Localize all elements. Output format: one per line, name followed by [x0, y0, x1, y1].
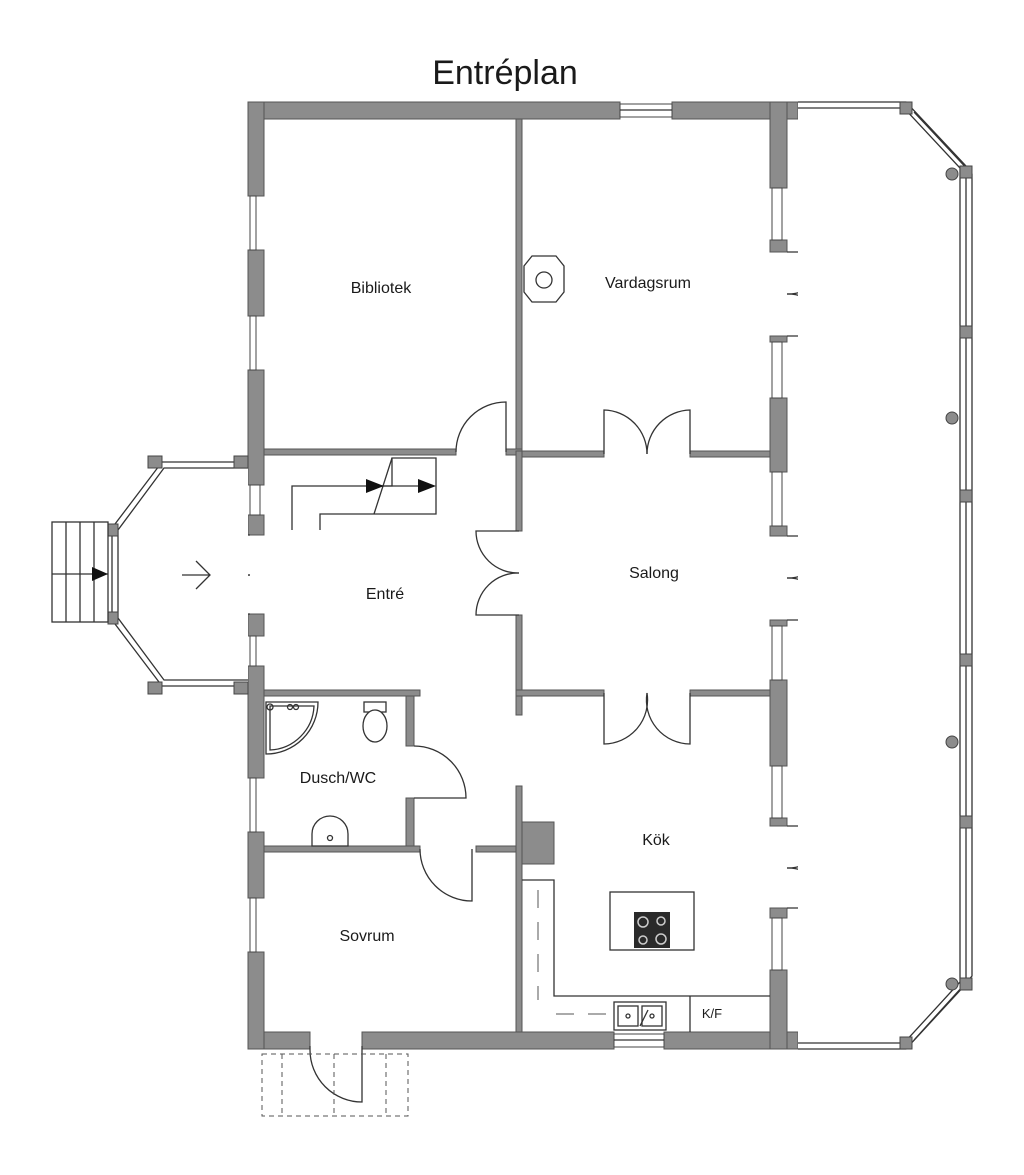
room-label-kok: Kök [642, 832, 671, 849]
veranda [798, 101, 973, 1050]
toilet [362, 701, 388, 743]
room-label-sovrum: Sovrum [339, 928, 394, 945]
kitchen-island [609, 891, 695, 951]
rear-deck [261, 1053, 409, 1117]
windows [249, 103, 783, 1048]
fridge-label: K/F [702, 1006, 722, 1021]
staircase [291, 457, 437, 530]
shower [265, 701, 319, 755]
room-label-bibliotek: Bibliotek [351, 280, 412, 297]
room-label-salong: Salong [629, 565, 679, 582]
interior-walls [263, 118, 771, 1033]
room-label-vardagsrum: Vardagsrum [605, 275, 691, 292]
kitchen-counter [522, 879, 770, 1032]
kitchen-sink [613, 1001, 667, 1031]
exterior-walls [247, 101, 799, 1050]
washbasin [311, 815, 349, 847]
room-label-entre: Entré [366, 586, 404, 603]
entrance-porch [51, 455, 249, 695]
plan-title: Entréplan [432, 54, 578, 92]
stove [523, 255, 565, 303]
room-label-dusch-wc: Dusch/WC [300, 770, 376, 787]
